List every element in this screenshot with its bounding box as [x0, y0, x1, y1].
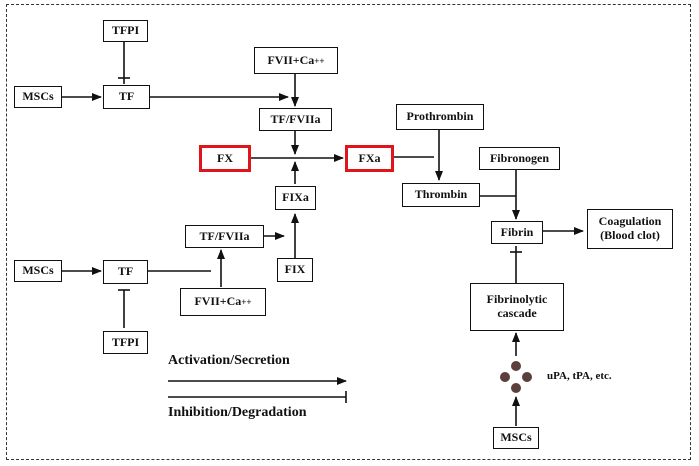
fvii-ca-top-node: FVII+Ca++	[254, 47, 338, 74]
legend-activation-label: Activation/Secretion	[168, 353, 290, 368]
dot-top	[511, 361, 521, 371]
fibrinolytic-line2: cascade	[497, 306, 537, 320]
fvii-ca-top-text: FVII+Ca	[267, 52, 315, 67]
fibrin-node: Fibrin	[491, 221, 543, 244]
prothrombin-node: Prothrombin	[396, 104, 484, 130]
coagulation-line2: (Blood clot)	[600, 228, 660, 242]
tf-fviia-bottom-node: TF/FVIIa	[185, 225, 264, 248]
tfpi-top-node: TFPI	[103, 20, 148, 42]
fvii-ca-bottom-node: FVII+Ca++	[180, 288, 266, 316]
tfpi-bottom-node: TFPI	[103, 331, 148, 354]
fibronogen-node: Fibronogen	[479, 147, 560, 170]
coagulation-line1: Coagulation	[598, 214, 662, 229]
mscs-top-node: MSCs	[14, 86, 62, 108]
tf-fviia-top-node: TF/FVIIa	[259, 108, 332, 131]
mscs-right-node: MSCs	[493, 427, 539, 449]
enzyme-dots	[500, 361, 532, 393]
dot-bottom	[511, 383, 521, 393]
tf-top-node: TF	[103, 85, 150, 109]
fxa-node: FXa	[345, 145, 394, 172]
dot-left	[500, 372, 510, 382]
dashed-border	[6, 4, 691, 460]
legend-inhibition-label: Inhibition/Degradation	[168, 405, 307, 420]
fibrinolytic-node: Fibrinolytic cascade	[470, 283, 564, 331]
thrombin-node: Thrombin	[402, 183, 480, 207]
mscs-bottom-node: MSCs	[14, 260, 62, 282]
fix-node: FIX	[277, 258, 313, 282]
dot-right	[522, 372, 532, 382]
fixa-node: FIXa	[275, 186, 316, 210]
tf-bottom-node: TF	[103, 260, 148, 284]
coagulation-node: Coagulation (Blood clot)	[587, 209, 673, 249]
fvii-ca-bottom-text: FVII+Ca	[194, 294, 242, 309]
fibrinolytic-line1: Fibrinolytic	[486, 292, 548, 307]
upa-tpa-label: uPA, tPA, etc.	[547, 370, 612, 382]
fx-node: FX	[199, 145, 251, 172]
